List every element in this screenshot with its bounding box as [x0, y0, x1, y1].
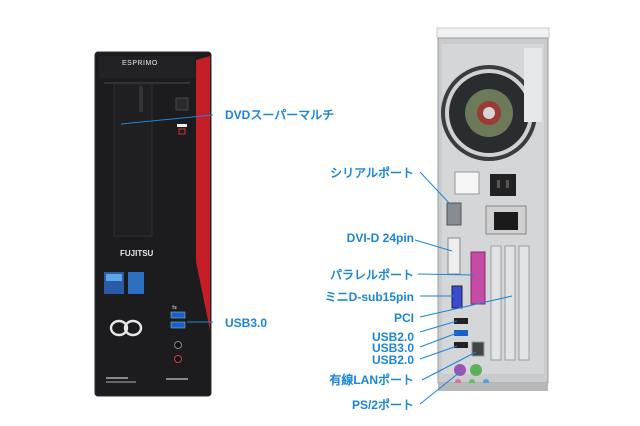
label-ps2-port: PS/2ポート	[351, 398, 414, 412]
windows-sticker	[128, 272, 144, 294]
label-pci: PCI	[393, 311, 414, 325]
warning-sticker	[454, 171, 480, 195]
pci-slot-1	[490, 245, 502, 361]
cooling-fan	[441, 65, 537, 161]
label-serial-port: シリアルポート	[330, 166, 414, 180]
red-accent-stripe	[196, 56, 210, 330]
eject-indicator	[177, 124, 187, 127]
label-usb30-rear: USB3.0	[371, 341, 414, 355]
front-usb-port-2	[170, 321, 186, 329]
label-usb20-a: USB2.0	[371, 330, 414, 344]
rear-pc	[436, 27, 550, 391]
audio-jack-headphone	[174, 341, 182, 349]
front-usb-port-1	[170, 311, 186, 319]
power-outlet	[490, 174, 516, 196]
audio-jack-mic	[174, 355, 182, 363]
dvd-drive-tray	[113, 83, 153, 237]
vga-port	[451, 285, 463, 309]
brand-espimo: ESPRIMO	[122, 60, 158, 67]
label-mini-dsub: ミニD-sub15pin	[324, 290, 414, 304]
front-pc: ⇆	[94, 51, 212, 397]
label-usb30-front: USB3.0	[225, 316, 268, 330]
usb20-port-a	[454, 318, 468, 324]
label-lan-port: 有線LANポート	[329, 373, 414, 387]
power-button	[175, 97, 189, 111]
label-parallel-port: パラレルポート	[329, 268, 414, 282]
ps2-mouse-port	[470, 364, 482, 376]
label-dvi-d: DVI-D 24pin	[346, 231, 414, 245]
power-inlet	[494, 212, 518, 230]
lan-port	[471, 341, 485, 357]
usb30-port-rear	[454, 330, 468, 336]
pci-slot-2	[504, 245, 516, 361]
label-usb20-b: USB2.0	[371, 353, 414, 367]
ps2-keyboard-port	[454, 364, 466, 376]
serial-port	[446, 202, 462, 226]
usb20-port-b	[454, 342, 468, 348]
parallel-port	[470, 251, 486, 305]
brand-fujitsu-logo: FUJITSU	[120, 249, 154, 258]
svg-text:⇆: ⇆	[172, 304, 177, 311]
fujitsu-infinity-logo	[109, 319, 143, 337]
callout-lines	[120, 114, 513, 405]
dvi-port	[447, 237, 461, 275]
label-dvd-super-multi: DVDスーパーマルチ	[225, 108, 335, 122]
pci-slot-3	[518, 245, 530, 361]
